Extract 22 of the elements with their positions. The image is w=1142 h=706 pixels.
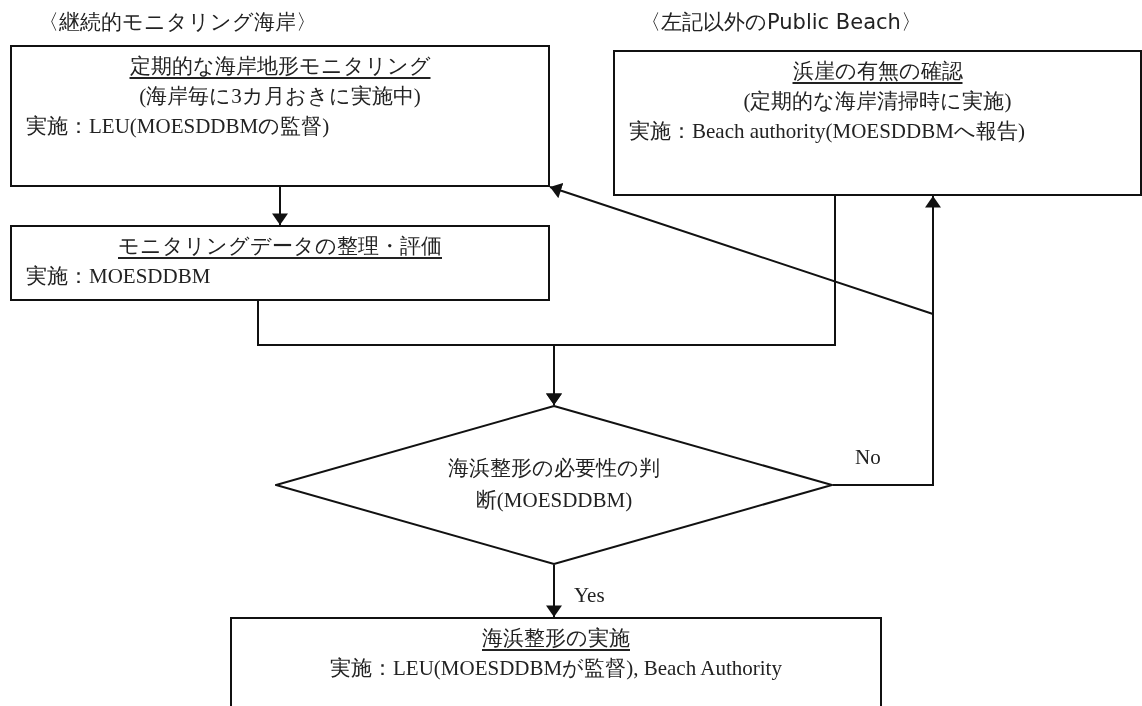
box-heading: 海浜整形の実施 bbox=[481, 625, 631, 652]
process-box bbox=[10, 225, 550, 301]
arrow bbox=[546, 195, 836, 406]
arrow bbox=[546, 564, 562, 618]
box-heading: 浜崖の有無の確認 bbox=[791, 58, 964, 85]
process-box bbox=[230, 617, 882, 706]
box-text: 実施：LEU(MOESDDBMが監督), Beach Authority bbox=[329, 655, 783, 682]
box-text: 実施：LEU(MOESDDBMの監督) bbox=[26, 113, 331, 140]
decision-diamond bbox=[275, 405, 833, 565]
decision-text: 海浜整形の必要性の判断(MOESDDBM) bbox=[447, 455, 661, 514]
process-box bbox=[10, 45, 550, 187]
arrow bbox=[549, 183, 934, 486]
group-heading: 〈左記以外のPublic Beach〉 bbox=[640, 9, 922, 36]
box-text: 実施：Beach authority(MOESDDBMへ報告) bbox=[629, 118, 1026, 145]
group-heading: 〈継続的モニタリング海岸〉 bbox=[38, 9, 317, 36]
box-text: (定期的な海岸清掃時に実施) bbox=[742, 88, 1013, 115]
process-box bbox=[613, 50, 1142, 196]
box-heading: 定期的な海岸地形モニタリング bbox=[128, 53, 432, 80]
box-text: 実施：MOESDDBM bbox=[26, 263, 212, 290]
box-heading: モニタリングデータの整理・評価 bbox=[117, 233, 443, 260]
box-text: (海岸毎に3カ月おきに実施中) bbox=[138, 83, 422, 110]
arrow bbox=[272, 186, 288, 226]
